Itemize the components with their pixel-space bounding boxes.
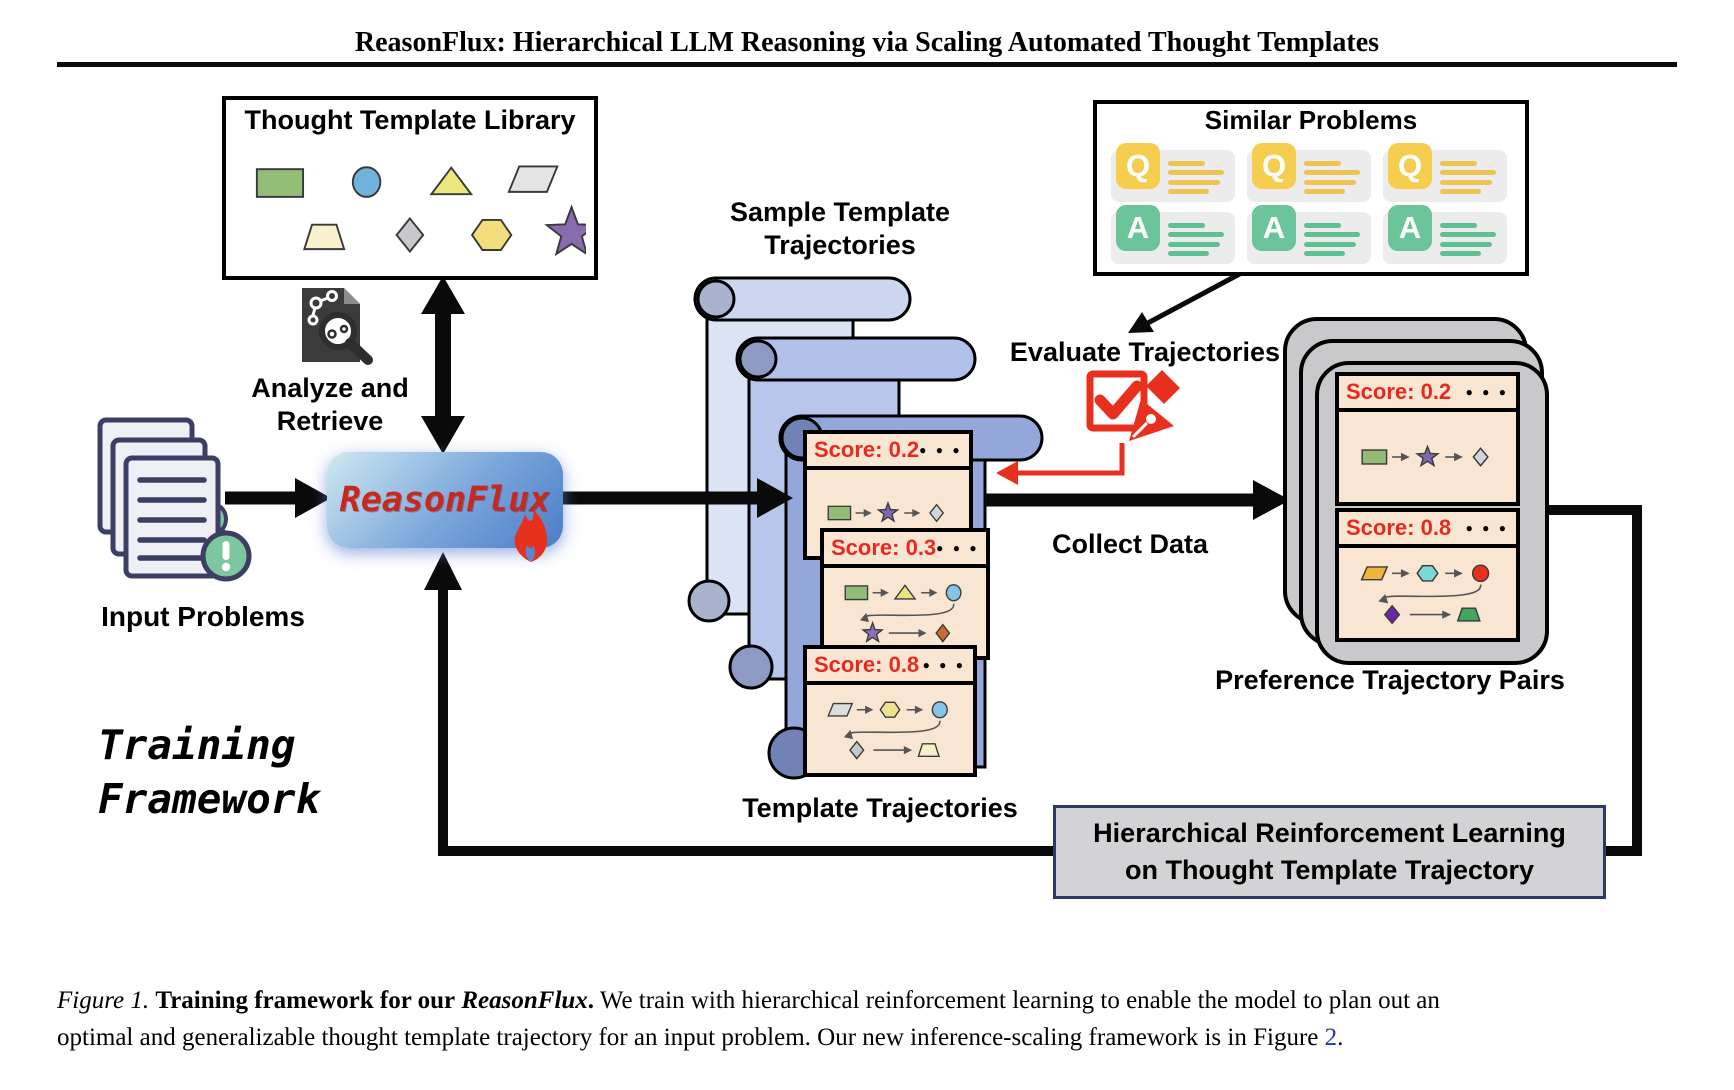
reasonflux-label: ReasonFlux bbox=[339, 480, 551, 520]
qa-card: Q bbox=[1383, 143, 1507, 202]
reasonflux-node: ReasonFlux bbox=[327, 452, 563, 562]
score-label: Score: 0.8 bbox=[1346, 515, 1452, 540]
trajectory-card-0-header: Score: 0.2 ● ● ● bbox=[807, 434, 969, 470]
preference-trajectory-pairs-label: Preference Trajectory Pairs bbox=[1215, 665, 1565, 695]
rl-box-line1: Hierarchical Reinforcement Learning bbox=[1093, 818, 1566, 848]
qa-badge-q: Q bbox=[1116, 143, 1160, 189]
qa-badge-q: Q bbox=[1388, 143, 1432, 189]
exclamation-icon bbox=[222, 541, 230, 560]
ellipsis-dots-icon: ● ● ● bbox=[1465, 385, 1509, 399]
qa-badge-a: A bbox=[1388, 205, 1432, 251]
ellipsis-dots-icon: ● ● ● bbox=[1465, 521, 1509, 535]
sample-template-trajectories-label: Sample Template Trajectories bbox=[729, 197, 951, 260]
trajectory-card-2-body bbox=[807, 685, 973, 773]
preference-card-1-header: Score: 0.8 ● ● ● bbox=[1339, 512, 1516, 548]
score-label: Score: 0.3 bbox=[831, 535, 937, 560]
score-label: Score: 0.2 bbox=[1346, 379, 1452, 404]
arrow-reasonflux-to-trajectories bbox=[558, 478, 793, 518]
qa-card: A bbox=[1247, 205, 1371, 264]
trajectory-card-2: Score: 0.8 ● ● ● bbox=[803, 645, 977, 777]
analyze-retrieve-label: Analyze and Retrieve bbox=[251, 373, 409, 436]
library-title: Thought Template Library bbox=[244, 105, 576, 135]
ellipsis-dots-icon: ● ● ● bbox=[919, 443, 963, 457]
qa-card: Q bbox=[1111, 143, 1235, 202]
caption-figure-label: Figure 1. bbox=[57, 987, 150, 1014]
rl-box-line2: on Thought Template Trajectory bbox=[1124, 855, 1535, 885]
similar-problems-title: Similar Problems bbox=[1204, 105, 1418, 135]
flame-icon bbox=[514, 510, 547, 562]
collect-data-label: Collect Data bbox=[1051, 529, 1209, 559]
score-label: Score: 0.2 bbox=[814, 437, 920, 462]
arrow-collect-data bbox=[985, 480, 1290, 520]
caption-body-line1: We train with hierarchical reinforcement… bbox=[599, 987, 1440, 1014]
input-problems-label: Input Problems bbox=[101, 601, 305, 632]
ellipsis-dots-icon: ● ● ● bbox=[922, 658, 966, 672]
qa-card: Q bbox=[1247, 143, 1371, 202]
trajectory-card-1-body bbox=[824, 568, 986, 656]
preference-card-0-header: Score: 0.2 ● ● ● bbox=[1339, 376, 1516, 412]
training-framework-label: Training Framework bbox=[98, 721, 321, 823]
qa-badge-a: A bbox=[1252, 205, 1296, 251]
qa-card: A bbox=[1111, 205, 1235, 264]
paper-header-title: ReasonFlux: Hierarchical LLM Reasoning v… bbox=[354, 27, 1380, 58]
preference-card-0-body bbox=[1339, 412, 1516, 502]
ellipsis-dots-icon: ● ● ● bbox=[936, 541, 980, 555]
qa-card-lines bbox=[1304, 218, 1363, 261]
arrow-library-reasonflux-bidirectional bbox=[421, 276, 465, 454]
hierarchical-rl-box: Hierarchical Reinforcement Learning on T… bbox=[1053, 805, 1606, 899]
trajectory-card-1: Score: 0.3 ● ● ● bbox=[820, 528, 990, 660]
title-rule bbox=[57, 62, 1677, 67]
qa-card: A bbox=[1383, 205, 1507, 264]
evaluate-trajectories-label: Evaluate Trajectories bbox=[1009, 337, 1281, 367]
qa-card-lines bbox=[1168, 156, 1227, 199]
score-label: Score: 0.8 bbox=[814, 652, 920, 677]
figure-caption: Figure 1. Training framework for our Rea… bbox=[57, 987, 1440, 1051]
qa-badge-q: Q bbox=[1252, 143, 1296, 189]
arrow-similar-to-evaluate bbox=[1128, 267, 1249, 333]
evaluate-check-pen-icon bbox=[1086, 370, 1180, 441]
library-shapes bbox=[228, 150, 599, 268]
qa-card-lines bbox=[1304, 156, 1363, 199]
preference-card-1: Score: 0.8 ● ● ● bbox=[1335, 508, 1520, 642]
preference-card-0: Score: 0.2 ● ● ● bbox=[1335, 372, 1520, 506]
arrow-evaluate-feedback-red bbox=[996, 443, 1125, 485]
trajectory-card-0-body bbox=[807, 470, 969, 556]
analyze-retrieve-icon bbox=[302, 288, 373, 365]
trajectory-card-2-header: Score: 0.8 ● ● ● bbox=[807, 649, 973, 685]
thought-template-library-box: Thought Template Library bbox=[222, 96, 599, 280]
feedback-loop-line bbox=[424, 505, 1642, 856]
caption-bold-text: Training framework for our bbox=[155, 987, 456, 1014]
caption-body-line2: optimal and generalizable thought templa… bbox=[57, 1024, 1319, 1051]
figure-2-link[interactable]: 2 bbox=[1324, 1024, 1338, 1051]
qa-card-lines bbox=[1440, 156, 1499, 199]
preference-card-1-body bbox=[1339, 548, 1516, 638]
caption-reasonflux: ReasonFlux bbox=[461, 987, 588, 1014]
arrow-input-to-reasonflux bbox=[225, 478, 331, 518]
trajectory-card-1-header: Score: 0.3 ● ● ● bbox=[824, 532, 986, 568]
qa-card-lines bbox=[1168, 218, 1227, 261]
template-trajectories-label: Template Trajectories bbox=[742, 793, 1018, 823]
qa-card-lines bbox=[1440, 218, 1499, 261]
input-documents-icon bbox=[97, 417, 252, 582]
qa-badge-a: A bbox=[1116, 205, 1160, 251]
